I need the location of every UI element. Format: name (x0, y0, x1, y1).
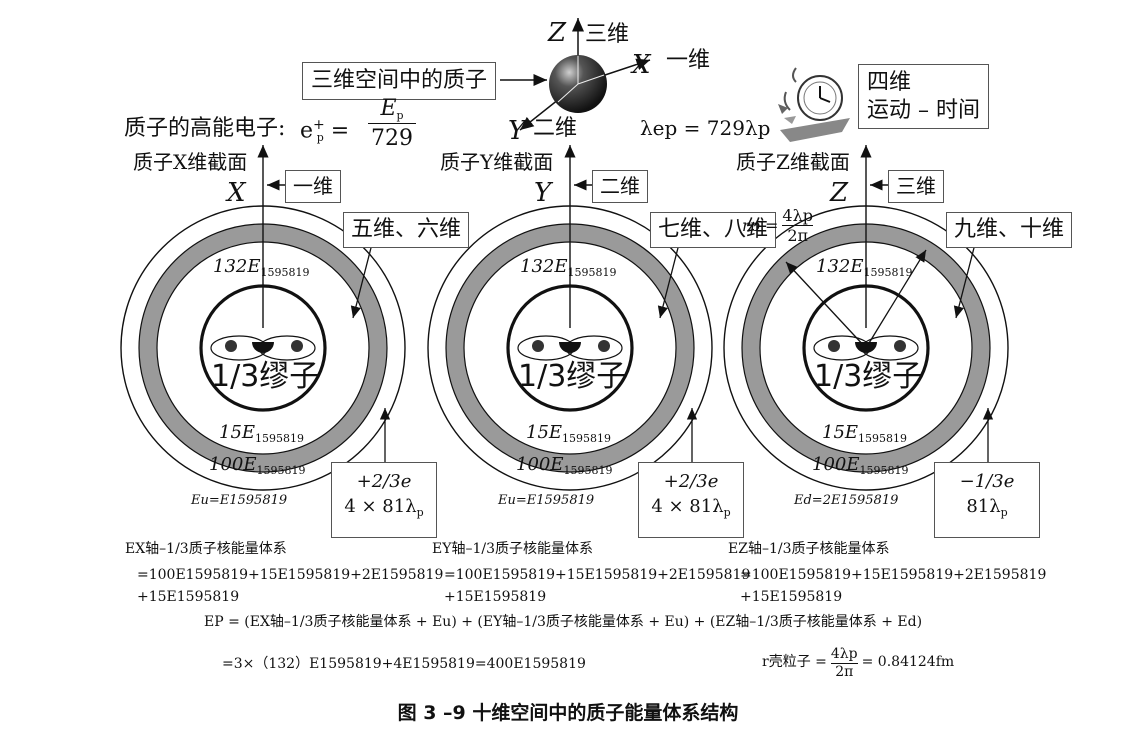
section-title: 质子Y维截面 (440, 150, 554, 174)
electron-label: 质子的高能电子: (124, 116, 286, 141)
quark-dot-left (532, 340, 544, 352)
proton-sphere-group (500, 18, 651, 131)
energy-system-line2: +15E1595819 (137, 589, 240, 605)
charge-size-box: +2/3e 4 × 81λp (638, 462, 744, 538)
quark-dot-left (225, 340, 237, 352)
section-diagram-x (120, 145, 406, 491)
x-axis-label: X (632, 50, 651, 80)
muon-core-label: 1/3缪子 (518, 359, 627, 394)
energy-equation: Eu=E1595819 (498, 493, 595, 508)
electron-symbol: e+p = (300, 117, 350, 145)
radius-formula: rp = 4λp 2π (742, 206, 813, 246)
size-label: 81λp (966, 496, 1008, 520)
total-formula: =3×（132）E1595819+4E1595819=400E1595819 (222, 656, 586, 672)
electron-fraction: Ep 729 (368, 98, 416, 150)
quark-dot-left (828, 340, 840, 352)
energy-mid-label: 15E1595819 (526, 422, 612, 445)
center-half-disc (252, 342, 274, 353)
muon-core-label: 1/3缪子 (211, 359, 320, 394)
energy-bottom-label: 100E1595819 (516, 454, 613, 477)
shell-radius-formula: r壳粒子 = 4λp 2π = 0.84124fm (762, 646, 955, 680)
axis-dimension-box: 一维 (285, 170, 341, 203)
quark-dot-right (291, 340, 303, 352)
energy-system-title: EY轴–1/3质子核能量体系 (432, 541, 593, 557)
section-diagram-y (427, 145, 713, 491)
energy-mid-label: 15E1595819 (219, 422, 305, 445)
quark-dot-right (894, 340, 906, 352)
energy-equation: Eu=E1595819 (191, 493, 288, 508)
energy-system-line2: +15E1595819 (444, 589, 547, 605)
quark-dot-right (598, 340, 610, 352)
axis-dimension-box: 二维 (592, 170, 648, 203)
y-axis-label: Y (508, 116, 526, 146)
x-dimension-label: 一维 (666, 48, 711, 73)
charge-label: +2/3e (663, 471, 719, 492)
size-label: 4 × 81λp (651, 496, 731, 520)
muon-core-label: 1/3缪子 (814, 359, 923, 394)
charge-size-box: −1/3e 81λp (934, 462, 1040, 538)
axis-dimension-box: 三维 (888, 170, 944, 203)
radius-arrow (785, 261, 867, 349)
energy-top-label: 132E1595819 (816, 256, 913, 279)
section-title: 质子Z维截面 (736, 150, 850, 174)
y-dimension-label: 二维 (533, 116, 578, 141)
ep-formula: EP = (EX轴–1/3质子核能量体系 + Eu) + (EY轴–1/3质子核… (204, 614, 923, 630)
energy-system-line1: =100E1595819+15E1595819+2E1595819 (137, 567, 444, 583)
energy-system-line1: =100E1595819+15E1595819+2E1595819 (444, 567, 751, 583)
ring-dimension-box: 九维、十维 (946, 212, 1073, 248)
ring-dimension-box: 五维、六维 (343, 212, 470, 248)
section-axis-label: Y (534, 178, 552, 208)
proton-in-3d-box: 三维空间中的质子 (302, 62, 497, 100)
center-half-disc (559, 342, 581, 353)
energy-mid-label: 15E1595819 (822, 422, 908, 445)
z-dimension-label: 三维 (585, 22, 630, 47)
lambda-equation: λep = 729λp (640, 116, 771, 140)
size-label: 4 × 81λp (344, 496, 424, 520)
energy-top-label: 132E1595819 (213, 256, 310, 279)
energy-system-title: EX轴–1/3质子核能量体系 (125, 541, 287, 557)
energy-bottom-label: 100E1595819 (209, 454, 306, 477)
energy-system-title: EZ轴–1/3质子核能量体系 (728, 541, 890, 557)
clock-icon (778, 67, 850, 142)
charge-size-box: +2/3e 4 × 81λp (331, 462, 437, 538)
energy-system-line1: =100E1595819+15E1595819+2E1595819 (740, 567, 1047, 583)
energy-equation: Ed=2E1595819 (794, 493, 899, 508)
sections-graphics (120, 145, 1009, 491)
section-title: 质子X维截面 (133, 150, 248, 174)
figure-caption: 图 3 –9 十维空间中的质子能量体系结构 (397, 702, 739, 724)
section-axis-label: Z (830, 178, 849, 208)
z-axis-label: Z (548, 18, 567, 48)
charge-label: −1/3e (959, 471, 1015, 492)
energy-bottom-label: 100E1595819 (812, 454, 909, 477)
section-diagram-z (723, 145, 1009, 491)
motion-time-box: 四维 运动 – 时间 (858, 64, 989, 129)
energy-system-line2: +15E1595819 (740, 589, 843, 605)
ring-dimension-box: 七维、八维 (650, 212, 777, 248)
charge-label: +2/3e (356, 471, 412, 492)
section-axis-label: X (227, 178, 246, 208)
energy-top-label: 132E1595819 (520, 256, 617, 279)
